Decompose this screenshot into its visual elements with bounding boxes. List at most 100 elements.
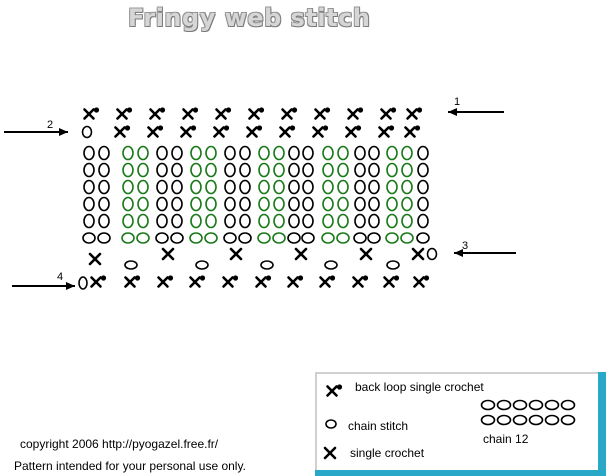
row-arrow-head — [59, 128, 68, 136]
fringe-chain — [288, 162, 300, 178]
fringe-chain — [302, 162, 314, 178]
legend-chain12-symbol — [528, 414, 544, 426]
fringe-chain-green — [137, 145, 149, 161]
fringe-chain-green — [385, 232, 399, 244]
back-loop-sc-symbol — [255, 275, 272, 288]
fringe-chain — [156, 145, 168, 161]
fringe-chain — [288, 179, 300, 195]
single-crochet-symbol — [229, 247, 243, 261]
legend-sc-label: single crochet — [350, 446, 425, 460]
fringe-chain — [98, 179, 110, 195]
fringe-chain — [83, 213, 95, 229]
fringe-chain-green — [205, 145, 217, 161]
fringe-chain-green — [122, 196, 134, 212]
back-loop-sc-symbol — [287, 275, 304, 288]
fringe-chain-green — [322, 179, 334, 195]
back-loop-sc-symbol — [149, 107, 166, 120]
fringe-chain — [367, 232, 381, 244]
back-loop-sc-symbol — [116, 107, 133, 120]
fringe-chain-green — [190, 213, 202, 229]
chain-symbol — [386, 260, 400, 270]
legend-chain-symbol — [325, 419, 337, 429]
row-arrow-head — [454, 249, 463, 257]
fringe-chain — [354, 162, 366, 178]
fringe-chain-green — [386, 179, 398, 195]
fringe-chain — [224, 145, 236, 161]
fringe-chain-green — [337, 145, 349, 161]
back-loop-sc-symbol — [248, 107, 265, 120]
fringe-chain-green — [137, 179, 149, 195]
copyright-text: copyright 2006 http://pyogazel.free.fr/ — [20, 437, 219, 451]
legend-chain12-symbol — [528, 399, 544, 411]
row-arrow-head — [66, 282, 75, 290]
fringe-chain-green — [322, 162, 334, 178]
fringe-chain — [171, 162, 183, 178]
fringe-chain — [417, 213, 429, 229]
fringe-chain-green — [205, 162, 217, 178]
back-loop-sc-symbol — [281, 107, 298, 120]
row-number-4: 4 — [57, 271, 64, 283]
fringe-chain-green — [401, 162, 413, 178]
fringe-chain — [288, 196, 300, 212]
fringe-chain — [302, 179, 314, 195]
fringe-chain-green — [122, 179, 134, 195]
fringe-chain — [97, 232, 111, 244]
fringe-chain-green — [122, 145, 134, 161]
fringe-chain-green — [337, 213, 349, 229]
fringe-chain — [156, 196, 168, 212]
fringe-chain-green — [400, 232, 414, 244]
fringe-chain-green — [322, 145, 334, 161]
back-loop-sc-symbol — [347, 107, 364, 120]
fringe-chain — [416, 232, 430, 244]
fringe-chain-green — [204, 232, 218, 244]
fringe-chain — [354, 179, 366, 195]
fringe-chain-green — [322, 196, 334, 212]
fringe-chain — [223, 232, 237, 244]
fringe-chain — [368, 213, 380, 229]
fringe-chain — [83, 196, 95, 212]
fringe-chain-green — [401, 213, 413, 229]
fringe-chain — [170, 232, 184, 244]
fringe-chain — [224, 213, 236, 229]
fringe-chain — [354, 145, 366, 161]
single-crochet-symbol — [359, 247, 373, 261]
single-crochet-symbol — [294, 247, 308, 261]
legend-back-loop-label: back loop single crochet — [355, 380, 484, 394]
back-loop-sc-symbol — [157, 275, 174, 288]
fringe-chain — [287, 232, 301, 244]
fringe-chain — [302, 213, 314, 229]
back-loop-sc-symbol — [83, 107, 100, 120]
fringe-chain — [224, 196, 236, 212]
fringe-chain — [171, 179, 183, 195]
fringe-chain-green — [122, 162, 134, 178]
legend-chain12-symbol — [560, 414, 576, 426]
fringe-chain — [354, 196, 366, 212]
chart-title: Fringy web stitch — [128, 4, 371, 32]
fringe-chain-green — [401, 145, 413, 161]
fringe-chain — [239, 196, 251, 212]
fringe-chain-green — [205, 196, 217, 212]
fringe-chain — [156, 179, 168, 195]
fringe-chain — [239, 213, 251, 229]
fringe-chain — [239, 145, 251, 161]
back-loop-sc-symbol — [189, 275, 206, 288]
back-loop-sc-symbol — [345, 125, 362, 138]
fringe-chain-green — [273, 179, 285, 195]
fringe-chain-green — [205, 213, 217, 229]
chain-symbol — [124, 260, 138, 270]
fringe-chain — [98, 145, 110, 161]
fringe-chain-green — [189, 232, 203, 244]
fringe-chain-green — [190, 145, 202, 161]
legend-panel — [315, 372, 600, 472]
row-number-3: 3 — [462, 240, 469, 252]
usage-note: Pattern intended for your personal use o… — [14, 459, 246, 473]
back-loop-sc-symbol — [213, 125, 230, 138]
back-loop-sc-symbol — [114, 125, 131, 138]
fringe-chain — [417, 179, 429, 195]
fringe-chain — [417, 162, 429, 178]
single-crochet-symbol — [88, 252, 102, 266]
fringe-chain — [171, 196, 183, 212]
back-loop-sc-symbol — [314, 107, 331, 120]
fringe-chain-green — [336, 232, 350, 244]
fringe-chain-green — [137, 196, 149, 212]
